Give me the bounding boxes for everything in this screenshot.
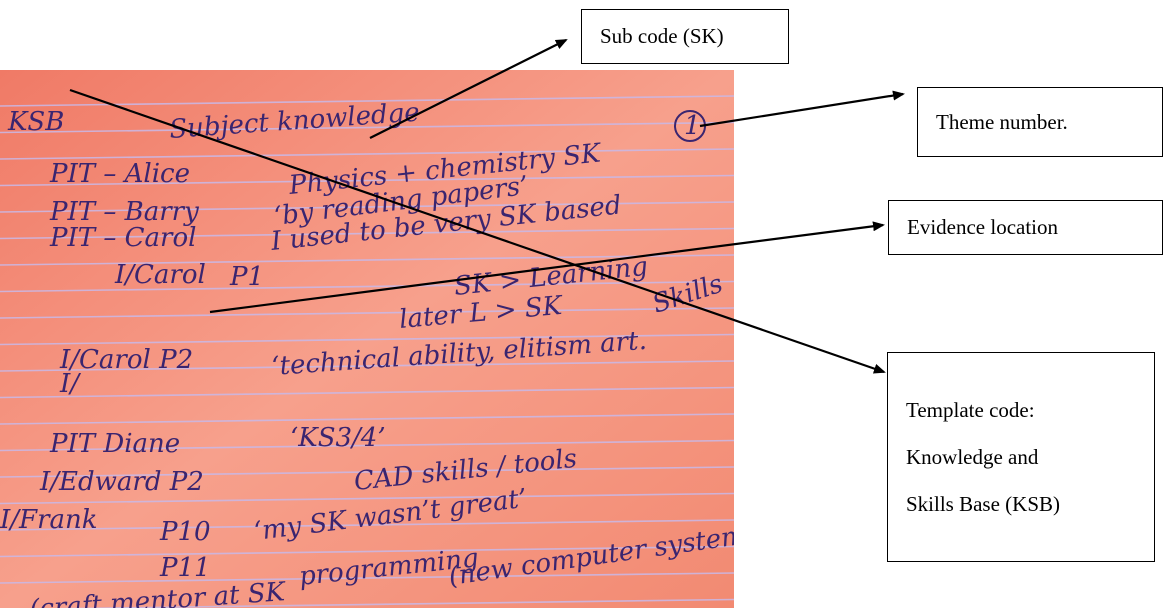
hw-line-p11: P11	[159, 553, 211, 583]
ruled-line	[0, 492, 734, 505]
hw-line-i-carol: I/Carol	[114, 260, 206, 290]
callout-theme-number: Theme number.	[917, 87, 1163, 157]
callout-template-code: Template code: Knowledge and Skills Base…	[887, 352, 1155, 562]
hw-line-i-carol-p2: I/Carol P2	[59, 345, 193, 375]
callout-theme-number-text: Theme number.	[936, 109, 1068, 134]
callout-sub-code-text: Sub code (SK)	[600, 24, 724, 48]
hw-line-i-frank: I/Frank	[0, 505, 98, 535]
hw-line-p1: P1	[229, 262, 264, 292]
callout-template-code-line-2: Knowledge and	[906, 444, 1039, 469]
callout-template-code-line-3: Skills Base (KSB)	[906, 491, 1061, 516]
ruled-line	[0, 439, 734, 452]
ruled-line	[0, 545, 734, 558]
ruled-line	[0, 413, 734, 425]
callout-template-code-line-1: Template code:	[906, 397, 1035, 422]
theme-circle-label: 1	[684, 111, 701, 141]
callout-evidence-location-text: Evidence location	[907, 215, 1059, 239]
hw-line-p10: P10	[159, 517, 211, 547]
hw-line-pit-alice: PIT – Alice	[49, 159, 190, 189]
hw-line-i-edward: I/Edward P2	[39, 467, 204, 497]
ruled-line	[0, 572, 734, 584]
hw-line-pit-carol: PIT – Carol	[49, 223, 196, 253]
callout-evidence-location: Evidence location	[888, 200, 1163, 255]
hw-line-i-slash: I/	[59, 369, 81, 399]
ruled-line	[0, 386, 734, 399]
notebook-photo: KSB Subject knowledge PIT – Alice Physic…	[0, 70, 734, 608]
hw-line-pit-diane: PIT Diane	[49, 429, 180, 459]
callout-sub-code: Sub code (SK)	[581, 9, 789, 64]
hw-ksb: KSB	[7, 107, 64, 137]
notebook-page: KSB Subject knowledge PIT – Alice Physic…	[0, 70, 734, 608]
ruled-line	[0, 466, 734, 478]
hw-line-ks34: ‘KS3/4’	[290, 423, 386, 453]
ruled-line	[0, 519, 734, 531]
